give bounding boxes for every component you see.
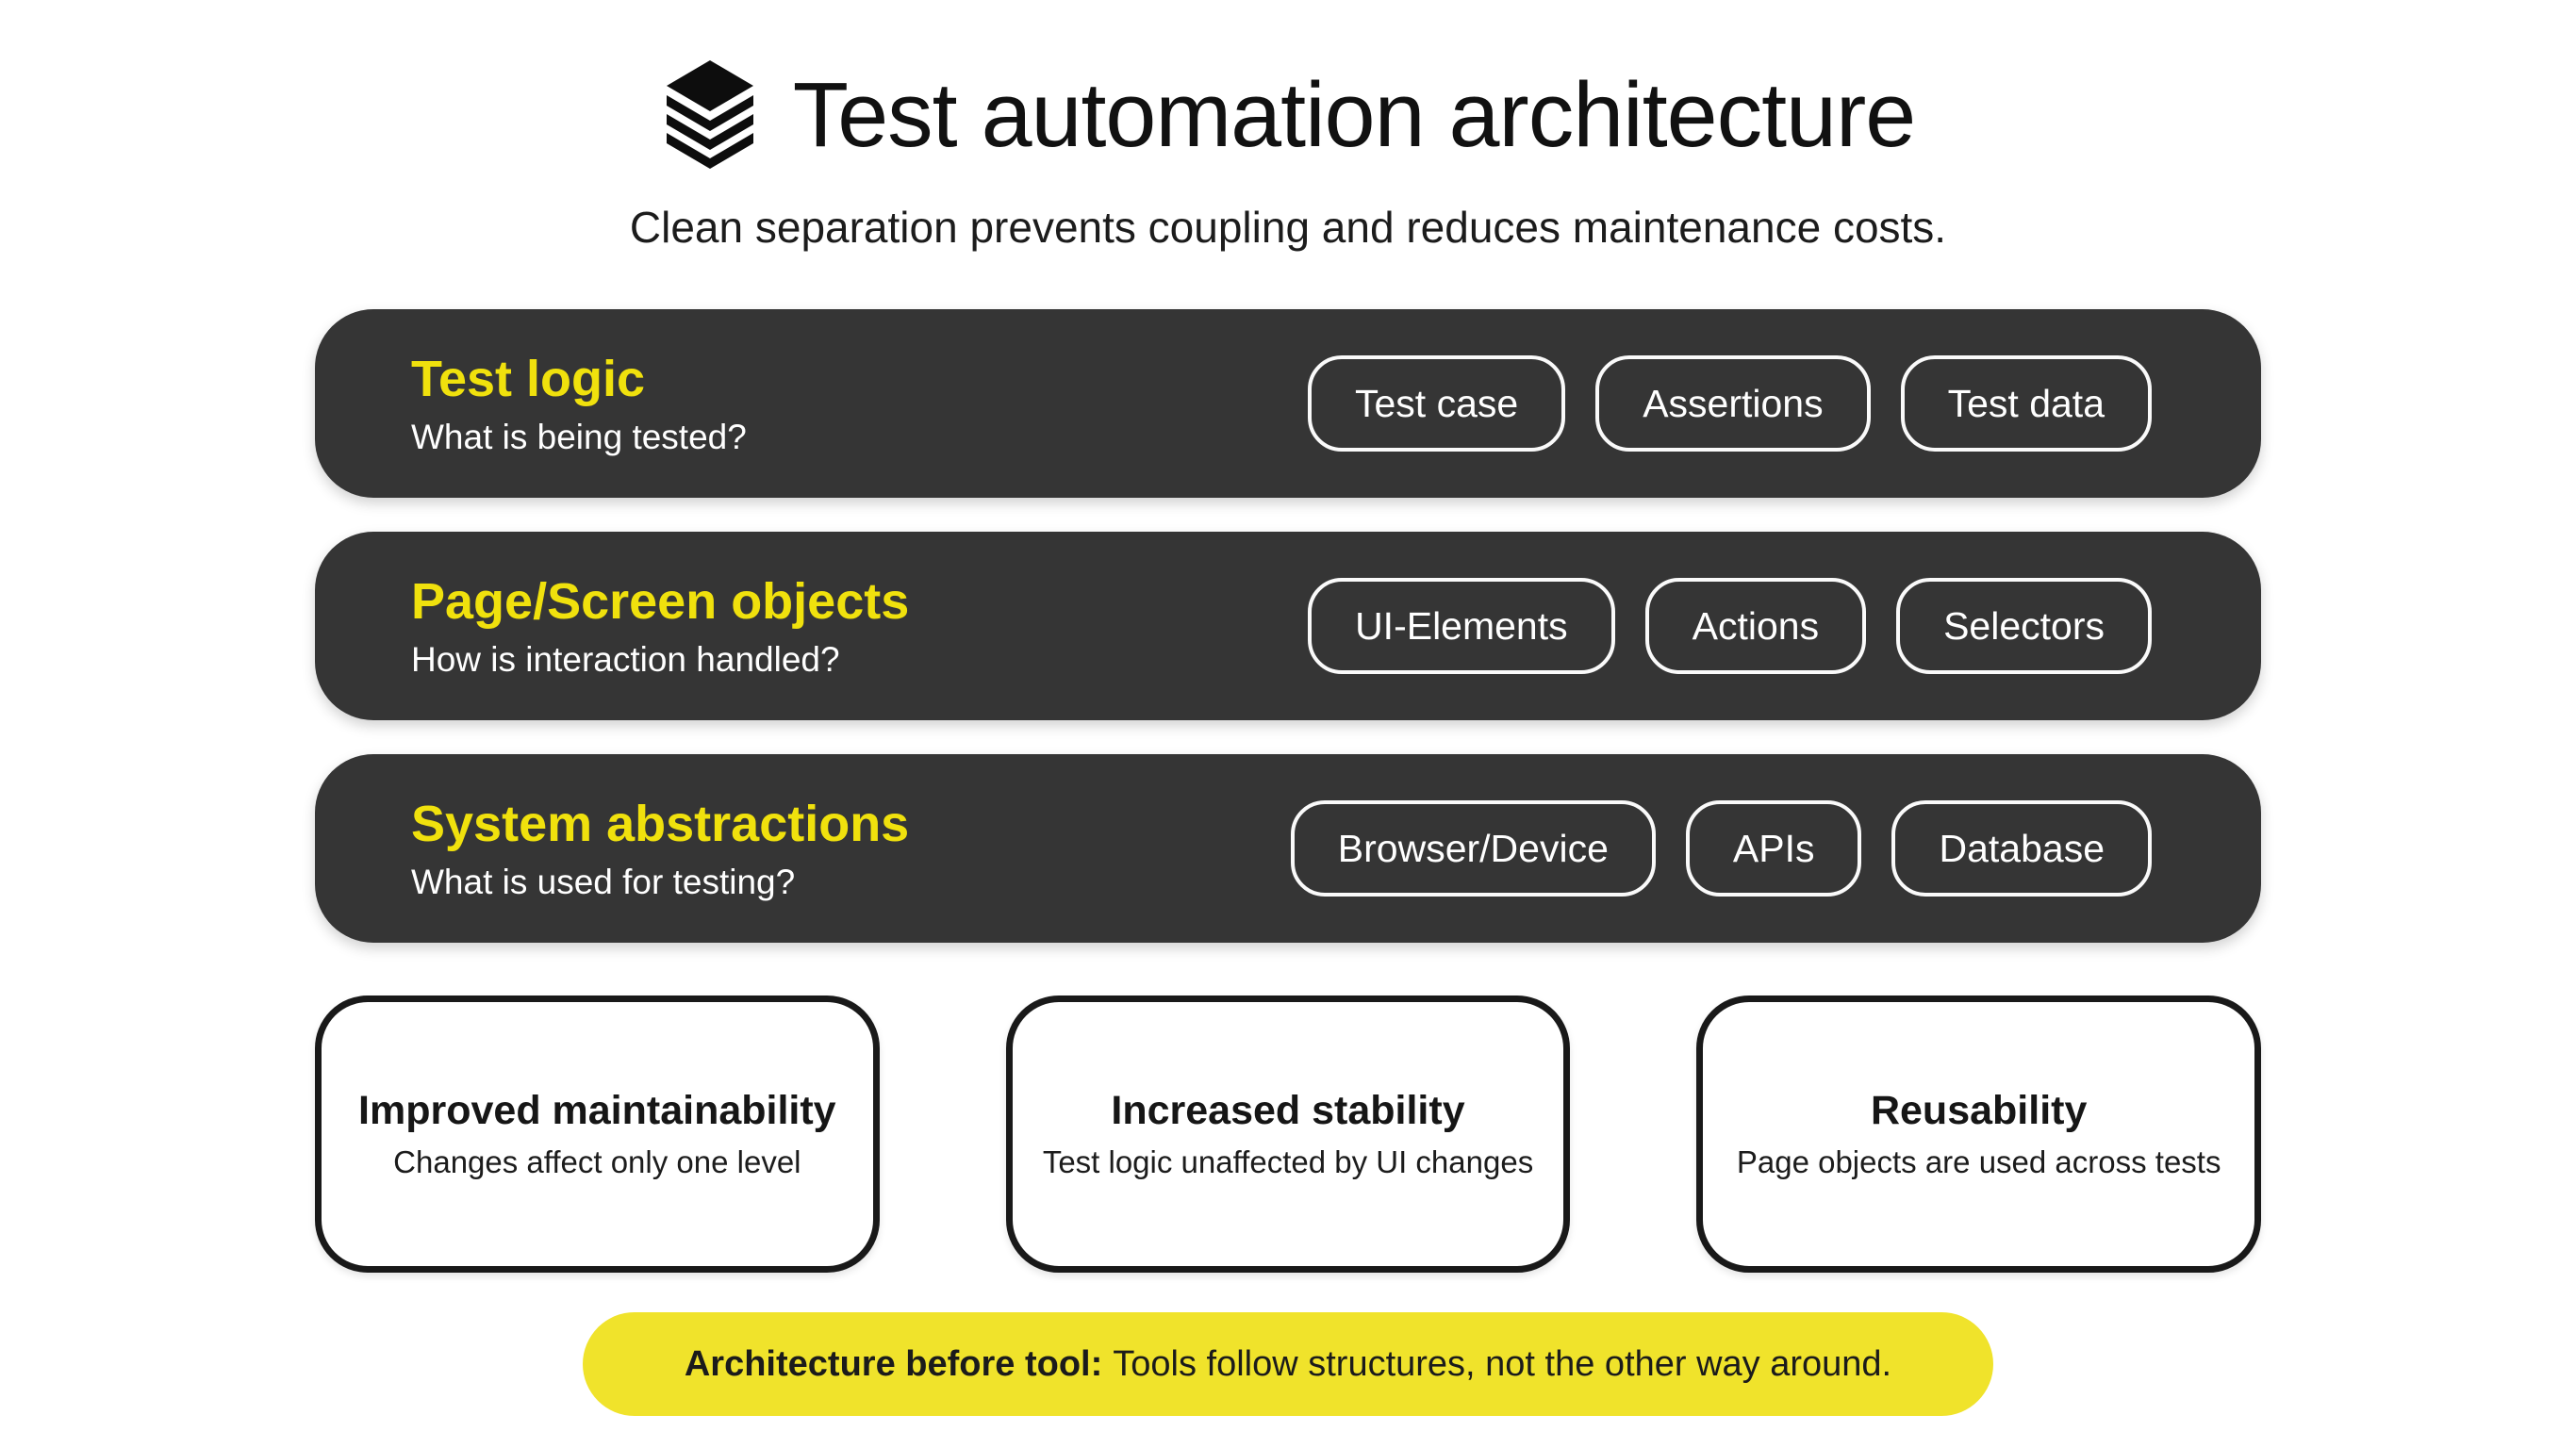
- banner-lead: Architecture before tool:: [684, 1343, 1103, 1384]
- layer-text: System abstractions What is used for tes…: [411, 798, 909, 899]
- benefit-description: Page objects are used across tests: [1736, 1144, 2221, 1179]
- pill-ui-elements: UI-Elements: [1308, 578, 1615, 674]
- layers-icon: [666, 60, 753, 169]
- benefit-title: Increased stability: [1111, 1088, 1465, 1133]
- benefit-description: Test logic unaffected by UI changes: [1042, 1144, 1534, 1179]
- layer-question: What is being tested?: [411, 417, 747, 456]
- architecture-before-tool-banner: Architecture before tool: Tools follow s…: [583, 1312, 1993, 1416]
- header: Test automation architecture Clean separ…: [0, 60, 2576, 253]
- layer-row-test-logic: Test logic What is being tested? Test ca…: [315, 309, 2261, 498]
- benefit-card-stability: Increased stability Test logic unaffecte…: [1005, 996, 1571, 1273]
- layer-title: Test logic: [411, 350, 646, 407]
- layer-title: Page/Screen objects: [411, 572, 910, 630]
- pill-browser-device: Browser/Device: [1290, 800, 1656, 897]
- layer-text: Test logic What is being tested?: [411, 354, 747, 454]
- pill-database: Database: [1891, 800, 2152, 897]
- banner-text: Tools follow structures, not the other w…: [1113, 1343, 1892, 1384]
- layer-row-page-screen-objects: Page/Screen objects How is interaction h…: [315, 532, 2261, 720]
- benefit-card-reusability: Reusability Page objects are used across…: [1696, 996, 2262, 1273]
- benefit-title: Reusability: [1870, 1088, 2088, 1133]
- pill-test-case: Test case: [1307, 355, 1566, 452]
- benefits-row: Improved maintainability Changes affect …: [315, 996, 2262, 1273]
- title-row: Test automation architecture: [0, 60, 2576, 170]
- pill-test-data: Test data: [1900, 355, 2152, 452]
- pill-group: UI-Elements Actions Selectors: [1308, 578, 2152, 674]
- architecture-layers: Test logic What is being tested? Test ca…: [315, 309, 2261, 943]
- layer-text: Page/Screen objects How is interaction h…: [411, 576, 909, 677]
- layer-title: System abstractions: [411, 795, 910, 852]
- pill-group: Browser/Device APIs Database: [1290, 800, 2152, 897]
- benefit-card-maintainability: Improved maintainability Changes affect …: [315, 996, 880, 1273]
- layer-question: How is interaction handled?: [411, 639, 840, 679]
- pill-assertions: Assertions: [1595, 355, 1871, 452]
- pill-apis: APIs: [1685, 800, 1862, 897]
- pill-actions: Actions: [1644, 578, 1867, 674]
- pill-selectors: Selectors: [1896, 578, 2152, 674]
- pill-group: Test case Assertions Test data: [1307, 355, 2152, 452]
- page-subtitle: Clean separation prevents coupling and r…: [629, 203, 1947, 252]
- layer-row-system-abstractions: System abstractions What is used for tes…: [315, 754, 2261, 943]
- benefit-title: Improved maintainability: [358, 1088, 836, 1133]
- benefit-description: Changes affect only one level: [393, 1144, 801, 1179]
- page-title: Test automation architecture: [792, 63, 1917, 167]
- layer-question: What is used for testing?: [411, 862, 796, 901]
